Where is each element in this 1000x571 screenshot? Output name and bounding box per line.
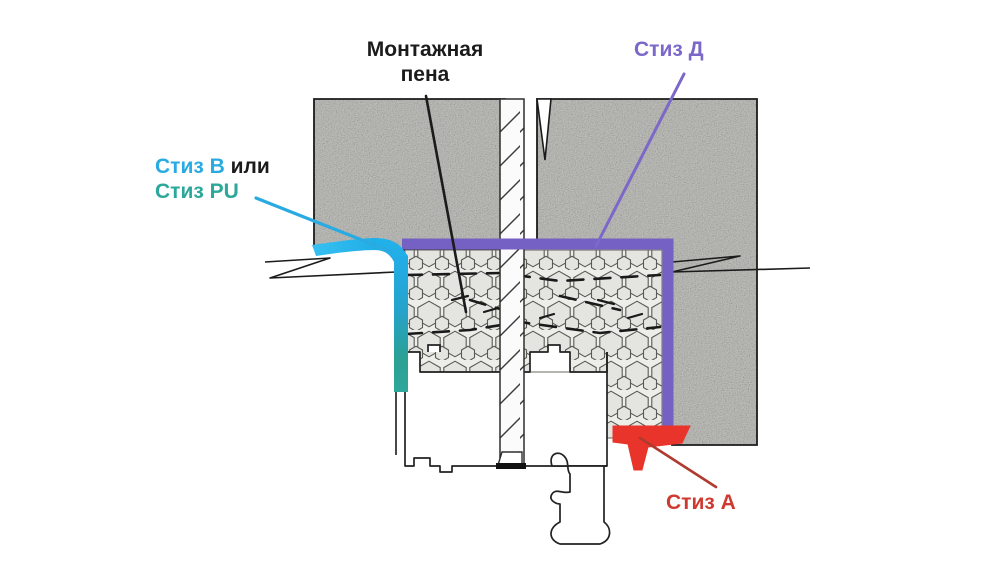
sealant-d-strip [402, 238, 674, 437]
leader-foam [424, 94, 468, 314]
label-mounting-foam-line2: пена [400, 62, 450, 86]
glazing-pane [496, 98, 526, 469]
window-frame [404, 344, 611, 545]
label-or-text: или [224, 155, 270, 178]
break-line-right [671, 255, 811, 273]
label-stiz-d: Стиз Д [634, 38, 704, 63]
wall-left [313, 98, 506, 251]
label-mounting-foam-line1: Монтажная [366, 38, 484, 61]
label-stiz-b-line: Стиз В или [155, 155, 270, 180]
label-stiz-pu-line: Стиз PU [155, 180, 270, 205]
leader-stiz-a [638, 436, 718, 489]
sealant-a-wedge [612, 425, 691, 471]
leader-stiz-b-pu [254, 196, 394, 254]
leader-stiz-d [594, 72, 686, 248]
leader-lines [254, 72, 718, 489]
label-stiz-d-text: Стиз Д [634, 38, 704, 61]
break-line-left [264, 246, 397, 455]
label-stiz-a: Стиз А [666, 491, 736, 516]
label-stiz-a-text: Стиз А [666, 491, 736, 514]
label-stiz-b-text: Стиз В [155, 155, 225, 178]
label-stiz-pu-text: Стиз PU [155, 179, 239, 203]
label-mounting-foam: Монтажная пена [330, 38, 520, 88]
sealant-b-pu-strip [312, 238, 408, 392]
label-stiz-b-or-pu: Стиз В или Стиз PU [155, 155, 270, 205]
